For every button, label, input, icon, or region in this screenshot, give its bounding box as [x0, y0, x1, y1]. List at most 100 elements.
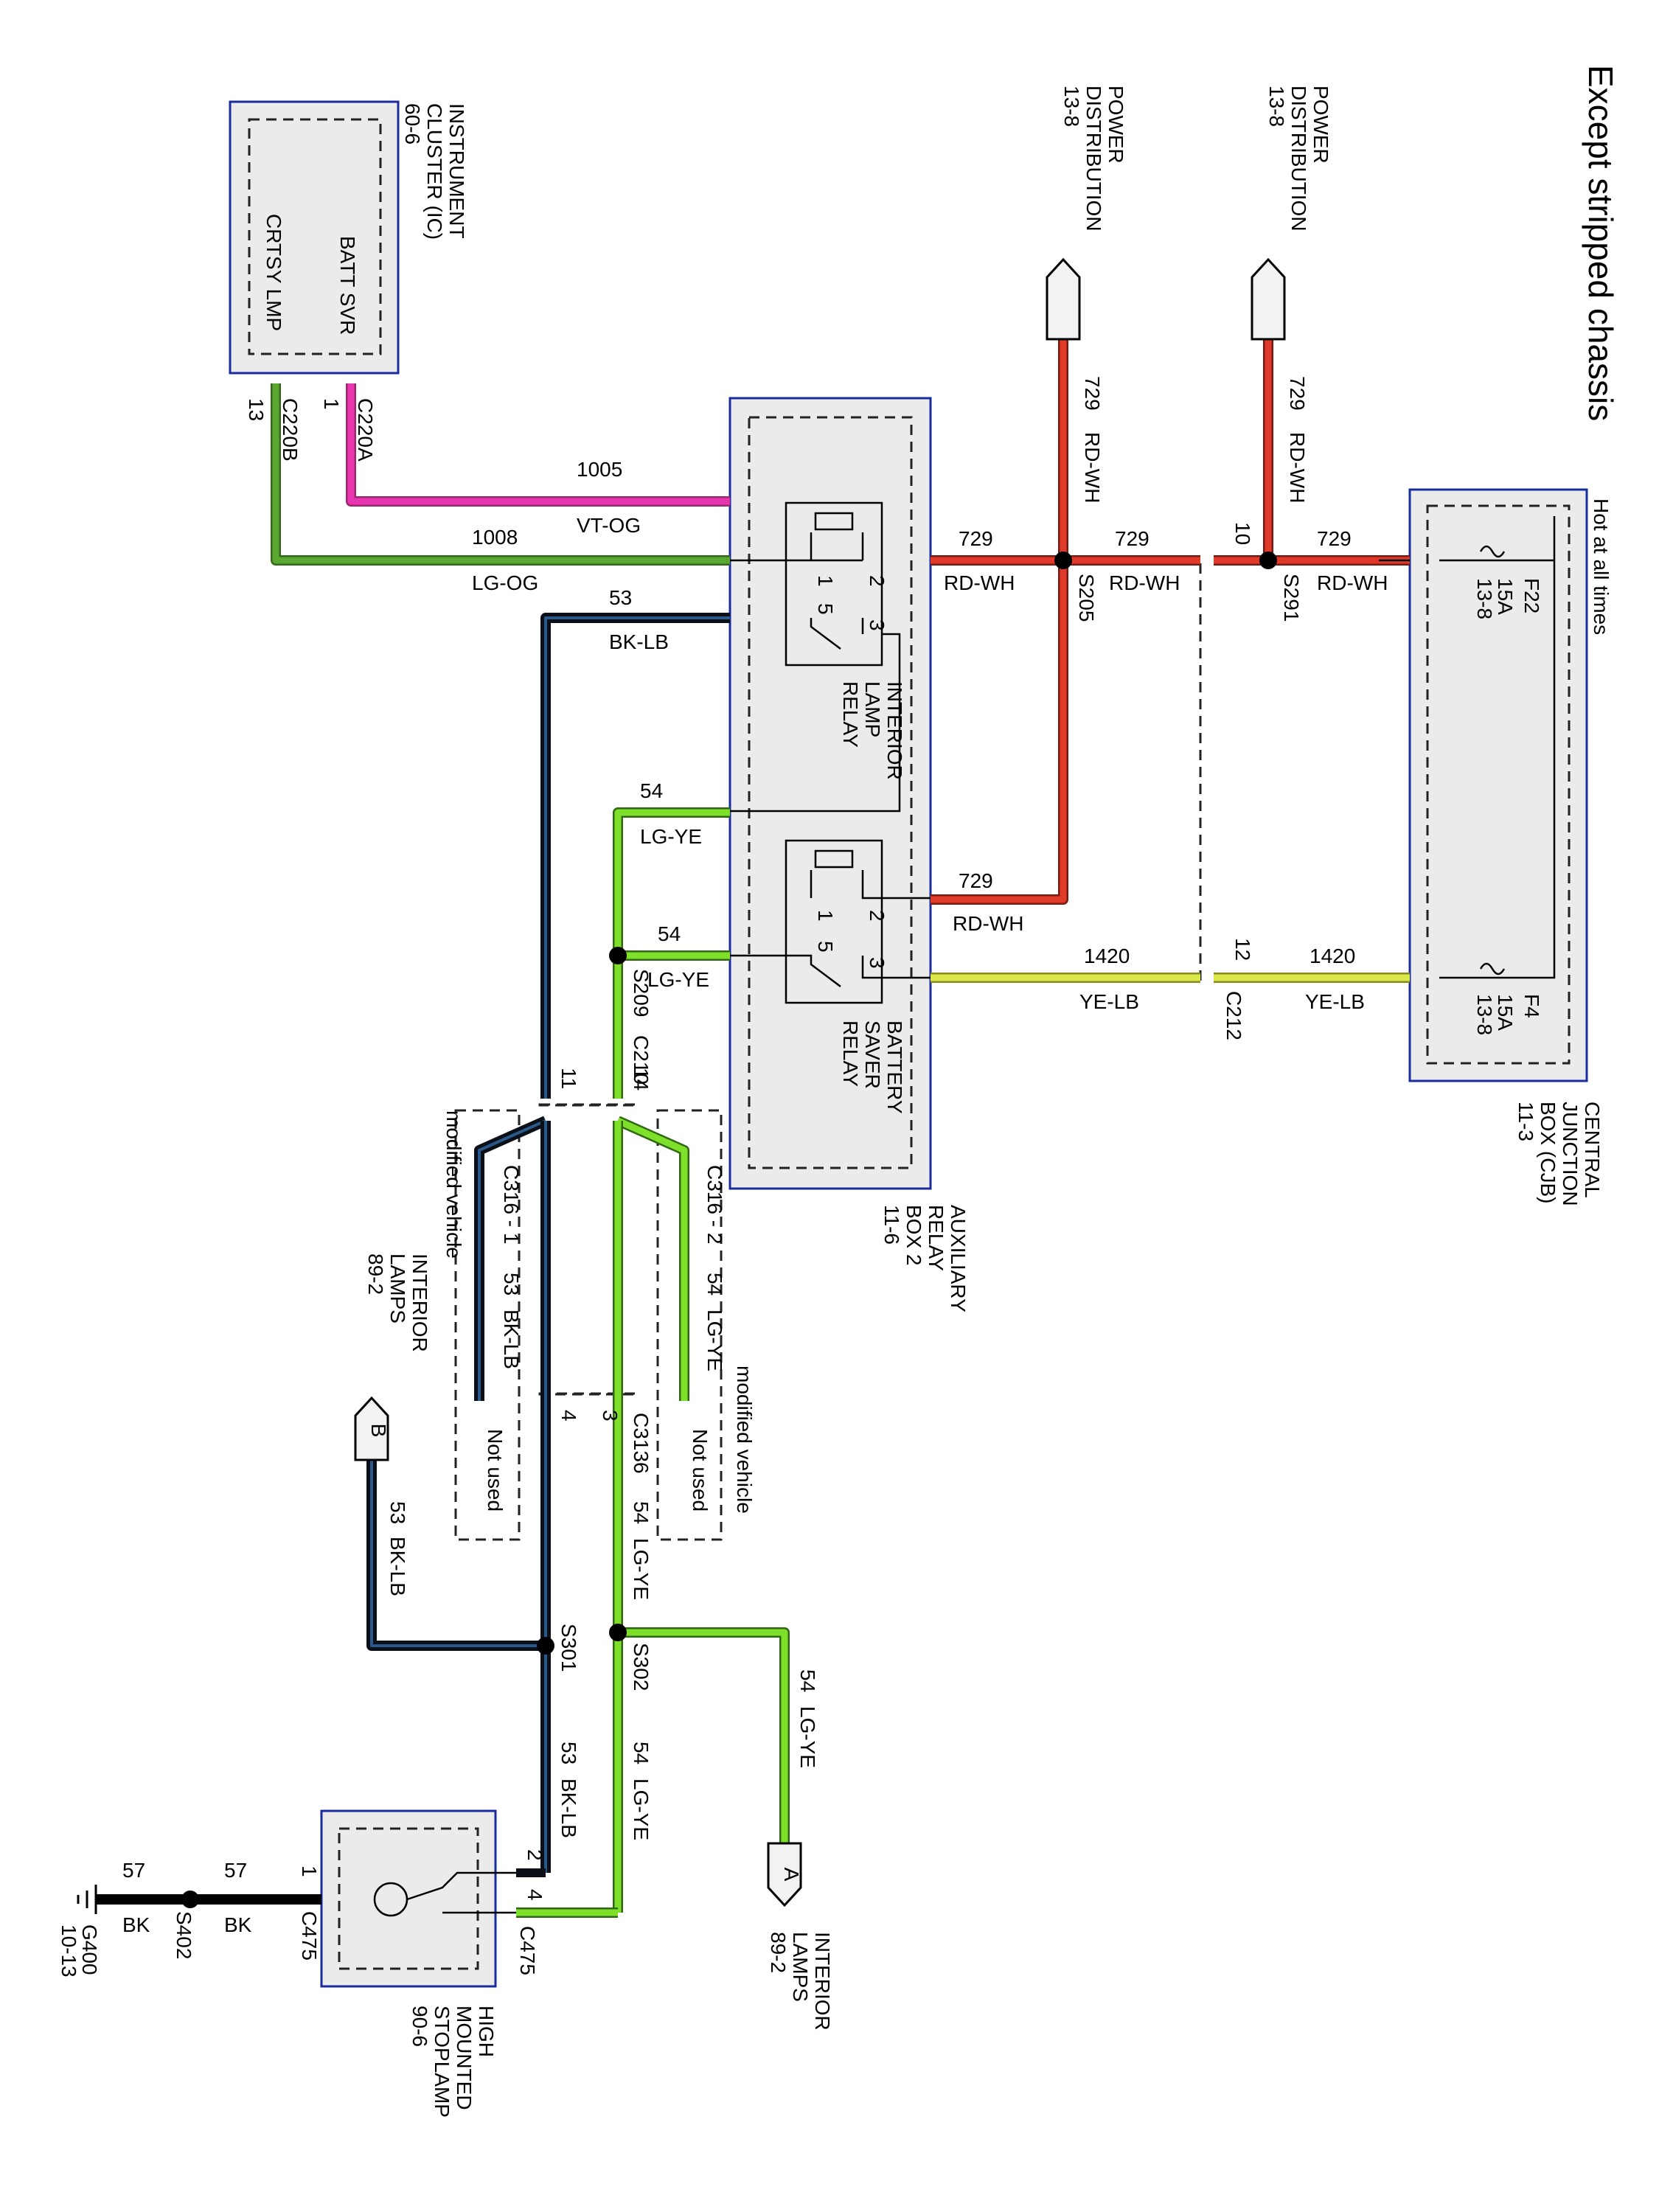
w729-d-num: 729 [959, 869, 993, 892]
w729-pd1-color: RD-WH [1081, 432, 1104, 503]
wire-729-bsr [931, 560, 1068, 905]
central-junction-box[interactable] [1408, 488, 1588, 1082]
c220b-pin: 13 [245, 398, 268, 421]
bsr-name-1: BATTERY [883, 1020, 906, 1114]
w54-s209-color: LG-YE [647, 968, 709, 991]
w53-top-color: BK-LB [609, 630, 669, 653]
bsr-pin-3: 3 [866, 957, 888, 969]
c220a-pin: 1 [320, 398, 343, 410]
pd2-ref: 13-8 [1265, 86, 1288, 127]
w54-a-color: LG-YE [796, 1706, 819, 1768]
w729-c-num: 729 [1317, 527, 1352, 550]
ground-name: G400 [78, 1924, 101, 1975]
il-b-name-2: LAMPS [386, 1253, 409, 1324]
splice-s302 [609, 1624, 627, 1641]
w1420-a-color: YE-LB [1079, 990, 1139, 1013]
c212-label: C212 [1222, 991, 1245, 1040]
s291-label: S291 [1280, 574, 1303, 622]
bsr-pin-2: 2 [866, 910, 888, 922]
cjb-name-2: JUNCTION [1559, 1102, 1582, 1206]
il-b-name-1: INTERIOR [408, 1253, 431, 1352]
ic-name-1: INSTRUMENT [445, 103, 468, 239]
modified-vehicle-2: modified vehicle [733, 1366, 756, 1514]
ilr-name-3: RELAY [839, 681, 862, 748]
hot-note: Hot at all times [1590, 498, 1613, 635]
ic-crtsy-lmp: CRTSY LMP [262, 214, 285, 331]
w729-pd1-num: 729 [1081, 376, 1104, 411]
w53-top-num: 53 [609, 586, 632, 609]
hms-name-1: HIGH [475, 2006, 498, 2057]
il-b-ref: 89-2 [364, 1253, 387, 1295]
w729-a-color: RD-WH [944, 571, 1015, 594]
wire-53-top [540, 613, 730, 1099]
splice-s209 [609, 947, 627, 964]
ilr-name-2: LAMP [861, 681, 884, 737]
w54-mv-num: 54 [703, 1273, 726, 1295]
ic-batt-svr: BATT SVR [336, 236, 359, 335]
w57-a-num: 57 [122, 1859, 145, 1882]
splice-s402 [181, 1891, 199, 1908]
modified-vehicle-region-2 [656, 1109, 723, 1541]
w729-pd2-num: 729 [1286, 376, 1309, 411]
w54-mv-color: LG-YE [703, 1310, 726, 1371]
labels: Except stripped chassis Hot at all times… [58, 65, 1620, 2118]
splice-s291 [1259, 552, 1277, 569]
hms-name-3: STOPLAMP [431, 2006, 453, 2118]
w1008-num: 1008 [472, 526, 518, 549]
w729-a-num: 729 [959, 527, 993, 550]
w729-b-color: RD-WH [1109, 571, 1180, 594]
ilr-pin-3: 3 [866, 619, 888, 631]
w729-d-color: RD-WH [953, 912, 1023, 935]
pd2-name-1: POWER [1310, 86, 1332, 164]
bsr-name-2: SAVER [861, 1020, 884, 1089]
c316-1-label: C316 - 1 [500, 1165, 523, 1244]
w57-b-num: 57 [224, 1859, 247, 1882]
w57-b-color: BK [224, 1913, 252, 1936]
c3136-pin-4: 4 [557, 1410, 580, 1422]
cjb-name-1: CENTRAL [1581, 1102, 1604, 1198]
pd1-name-1: POWER [1105, 86, 1127, 164]
hms-ref: 90-6 [408, 2006, 431, 2047]
c475-label-b: C475 [516, 1926, 539, 1975]
cjb-ref: 11-3 [1514, 1102, 1537, 1141]
w1005-color: VT-OG [577, 514, 641, 537]
wire-1005 [346, 383, 730, 507]
c475-pin-4: 4 [524, 1889, 546, 1901]
instrument-cluster[interactable] [229, 100, 400, 375]
pd1-name-2: DISTRIBUTION [1082, 86, 1105, 232]
w1008-color: LG-OG [472, 571, 538, 594]
w1005-num: 1005 [577, 458, 622, 481]
w54-s209-num: 54 [658, 922, 681, 945]
bsr-pin-1: 1 [814, 910, 837, 922]
ilr-pin-5: 5 [814, 603, 837, 615]
s209-label: S209 [630, 969, 653, 1017]
arb-name-3: BOX 2 [902, 1205, 925, 1265]
w53-mv-num: 53 [500, 1273, 523, 1295]
w729-b-num: 729 [1115, 527, 1150, 550]
il-a-name-2: LAMPS [789, 1932, 812, 2002]
w54-c3136-num: 54 [630, 1501, 653, 1524]
ilr-name-1: INTERIOR [883, 681, 906, 780]
c210-label: C210 [630, 1035, 653, 1085]
w53-b-color: BK-LB [386, 1537, 409, 1596]
splice-s301 [537, 1637, 554, 1655]
pd1-flag [1046, 257, 1081, 341]
interior-lamps-b-flag [354, 1396, 389, 1461]
ground-ref: 10-13 [58, 1924, 80, 1978]
s301-label: S301 [557, 1624, 580, 1672]
w53-mv-color: BK-LB [500, 1310, 523, 1369]
w53-bot-num: 53 [557, 1742, 580, 1764]
w54-a-num: 54 [796, 1669, 819, 1692]
interior-lamps-a-letter: A [780, 1868, 803, 1882]
c212-pin-10: 10 [1231, 522, 1254, 545]
modified-vehicle-region-1 [454, 1109, 521, 1541]
c220a-label: C220A [354, 398, 377, 462]
ilr-pin-1: 1 [814, 575, 837, 587]
cjb-f22-amp: 15A [1494, 578, 1517, 615]
arb-name-1: AUXILIARY [947, 1205, 970, 1312]
cjb-f4-ref: 13-8 [1473, 994, 1496, 1035]
cjb-f22-ref: 13-8 [1473, 578, 1496, 619]
wire-group [96, 339, 1410, 1918]
w53-bot-color: BK-LB [557, 1778, 580, 1838]
cjb-name-3: BOX (CJB) [1537, 1102, 1559, 1203]
